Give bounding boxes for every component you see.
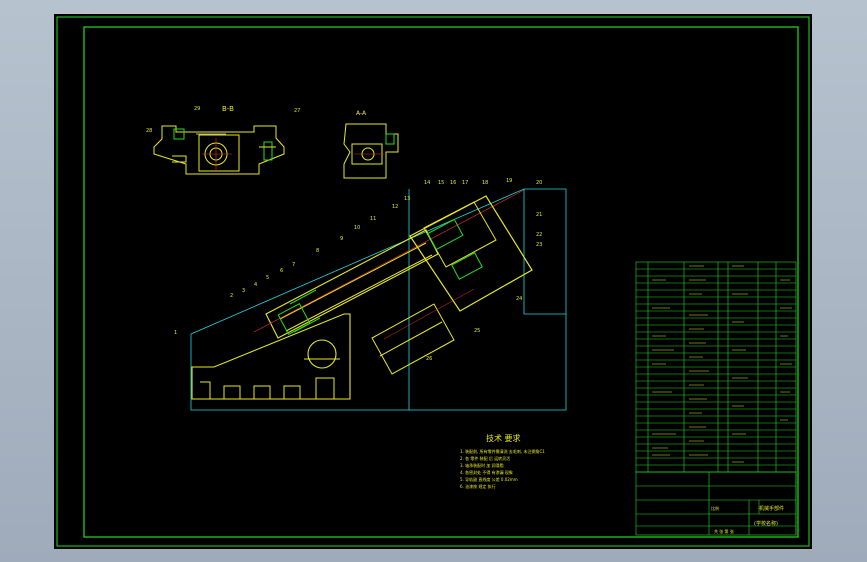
callout-29: 29 [194, 106, 200, 112]
parts-list-marks [652, 265, 792, 463]
callout-17: 17 [462, 180, 468, 186]
tech-note-5: 5. 导轨副 直线度 公差 0.02mm [460, 476, 518, 482]
callout-18: 18 [482, 180, 488, 186]
callout-11: 11 [370, 216, 376, 222]
tech-note-3: 3. 轴承装配时 加 润滑脂 [460, 462, 504, 468]
technical-requirements: 技术 要求 1. 装配前, 所有零件需清洗 去毛刺, 未注倒角C1 2. 各 零… [460, 433, 545, 489]
tech-note-4: 4. 各密封处 不得 有渗漏 现象 [460, 469, 513, 475]
callout-20: 20 [536, 180, 542, 186]
callout-24: 24 [516, 296, 522, 302]
callout-10: 10 [354, 225, 360, 231]
part-callouts: 1 2 3 4 5 6 7 8 9 10 11 12 13 14 15 16 1… [146, 106, 542, 362]
callout-21: 21 [536, 212, 542, 218]
tech-note-6: 6. 油漆按 规定 执行 [460, 483, 496, 489]
callout-1: 1 [174, 330, 177, 336]
title-drawing-name: 机械手部件 [759, 505, 784, 512]
callout-12: 12 [392, 204, 398, 210]
callout-8: 8 [316, 248, 319, 254]
section-aa-label: A-A [356, 110, 367, 117]
callout-6: 6 [280, 268, 283, 274]
drawing-sheet[interactable]: B-B A-A [54, 14, 812, 549]
callout-9: 9 [340, 236, 343, 242]
callout-4: 4 [254, 282, 257, 288]
callout-22: 22 [536, 232, 542, 238]
parts-list-table [635, 261, 797, 473]
drawing-canvas: B-B A-A [56, 16, 810, 547]
callout-25: 25 [474, 328, 480, 334]
callout-14: 14 [424, 180, 430, 186]
title-scale-label: 比例 [711, 505, 719, 511]
tech-title: 技术 要求 [486, 433, 521, 443]
callout-13: 13 [404, 196, 410, 202]
tech-note-2: 2. 各 零件 装配 后 运转灵活 [460, 455, 510, 461]
callout-26: 26 [426, 356, 432, 362]
title-sheet-label: 共 张 第 张 [714, 528, 734, 534]
callout-28: 28 [146, 128, 152, 134]
section-bb-label: B-B [222, 105, 234, 113]
outer-frame [56, 16, 810, 547]
title-block [635, 471, 797, 536]
callout-15: 15 [438, 180, 444, 186]
callout-5: 5 [266, 275, 269, 281]
inner-frame [83, 26, 799, 538]
tech-note-1: 1. 装配前, 所有零件需清洗 去毛刺, 未注倒角C1 [460, 448, 545, 454]
callout-19: 19 [506, 178, 512, 184]
callout-2: 2 [230, 293, 233, 299]
title-company: (学校名称) [754, 520, 778, 527]
section-aa-view: A-A [343, 110, 399, 179]
section-bb-view: B-B [153, 105, 285, 175]
callout-16: 16 [450, 180, 456, 186]
callout-7: 7 [292, 262, 295, 268]
callout-3: 3 [242, 288, 245, 294]
main-assembly-view [190, 188, 567, 411]
callout-23: 23 [536, 242, 542, 248]
callout-27: 27 [294, 108, 300, 114]
